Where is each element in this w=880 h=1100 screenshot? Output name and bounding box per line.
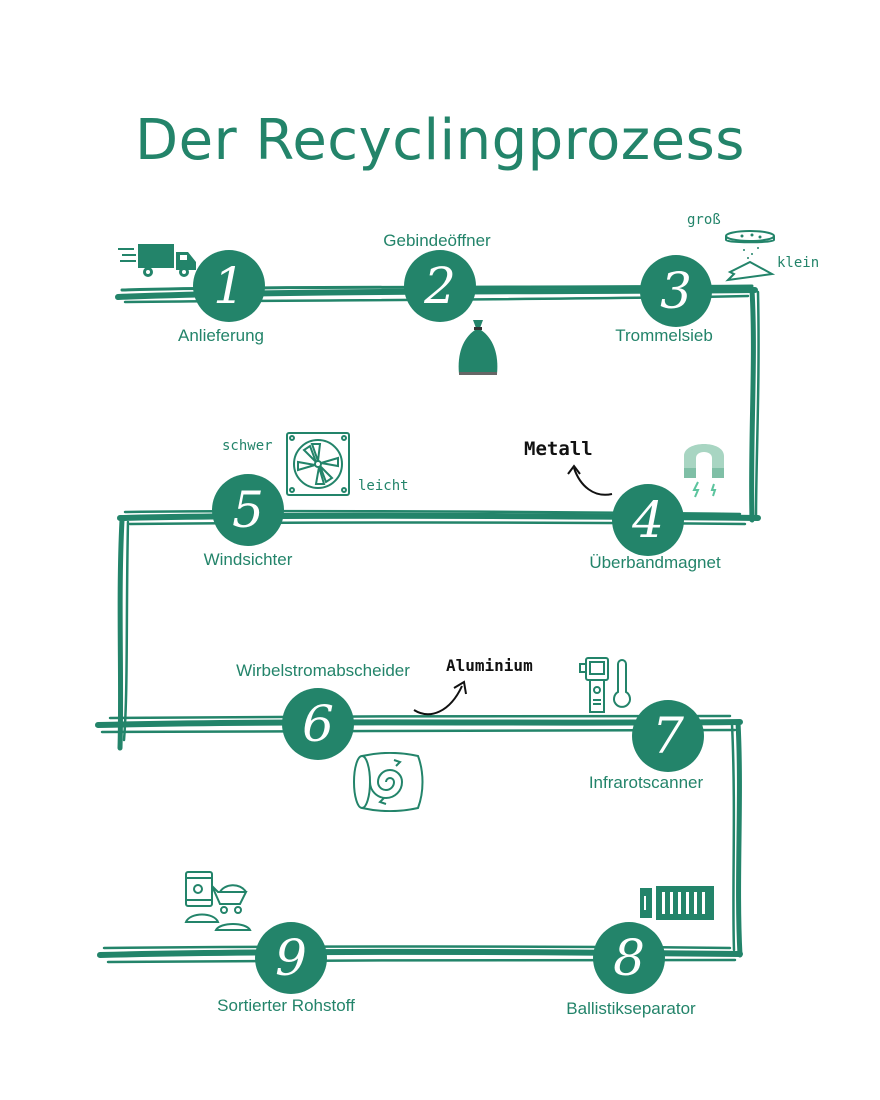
page-title: Der Recyclingprozess: [135, 108, 745, 173]
fan-icon: [286, 432, 350, 496]
step-number: 8: [613, 929, 645, 987]
step-label-2: Gebindeöffner: [383, 231, 491, 250]
step-circle-7: 7: [632, 700, 704, 772]
step-label-4: Überbandmagnet: [589, 553, 721, 572]
step-label-8: Ballistikseparator: [566, 999, 696, 1018]
metal-output-label: Metall: [524, 438, 593, 460]
step-circle-1: 1: [193, 250, 265, 322]
step-label-5: Windsichter: [203, 550, 293, 569]
curved-arrow-icon: [413, 680, 467, 715]
container-icon: [640, 886, 714, 920]
step-number: 3: [660, 262, 692, 320]
curved-arrow-icon: [567, 464, 613, 496]
step-circle-9: 9: [255, 922, 327, 994]
step-label-1: Anlieferung: [177, 326, 265, 345]
aluminium-output-label: Aluminium: [446, 656, 533, 675]
step-number: 9: [275, 929, 307, 987]
step-number: 2: [424, 257, 456, 315]
step-number: 6: [302, 695, 334, 753]
step-number: 5: [232, 481, 264, 539]
step-number: 1: [213, 257, 245, 315]
step-label-3: Trommelsieb: [615, 326, 713, 345]
garbage-bag-icon: [458, 320, 498, 375]
step-circle-6: 6: [282, 688, 354, 760]
sieve-big-label: groß: [687, 212, 721, 228]
magnet-icon: [684, 444, 724, 498]
step-circle-3: 3: [640, 255, 712, 327]
step-number: 7: [652, 707, 684, 765]
sieve-small-label: klein: [777, 255, 820, 271]
step-label-9: Sortierter Rohstoff: [217, 996, 355, 1015]
sieve-icon: [725, 230, 776, 282]
step-label-6: Wirbelstromabscheider: [236, 661, 410, 680]
step-number: 4: [632, 491, 664, 549]
step-label-7: Infrarotscanner: [588, 773, 704, 792]
infrared-scanner-icon: [579, 657, 631, 713]
eddy-current-drum-icon: [353, 752, 424, 812]
fan-heavy-label: schwer: [222, 438, 273, 454]
step-circle-2: 2: [404, 250, 476, 322]
delivery-truck-icon: [118, 244, 196, 277]
step-circle-5: 5: [212, 474, 284, 546]
step-circle-8: 8: [593, 922, 665, 994]
raw-material-icon: [184, 871, 252, 931]
step-circle-4: 4: [612, 484, 684, 556]
fan-light-label: leicht: [358, 478, 409, 494]
